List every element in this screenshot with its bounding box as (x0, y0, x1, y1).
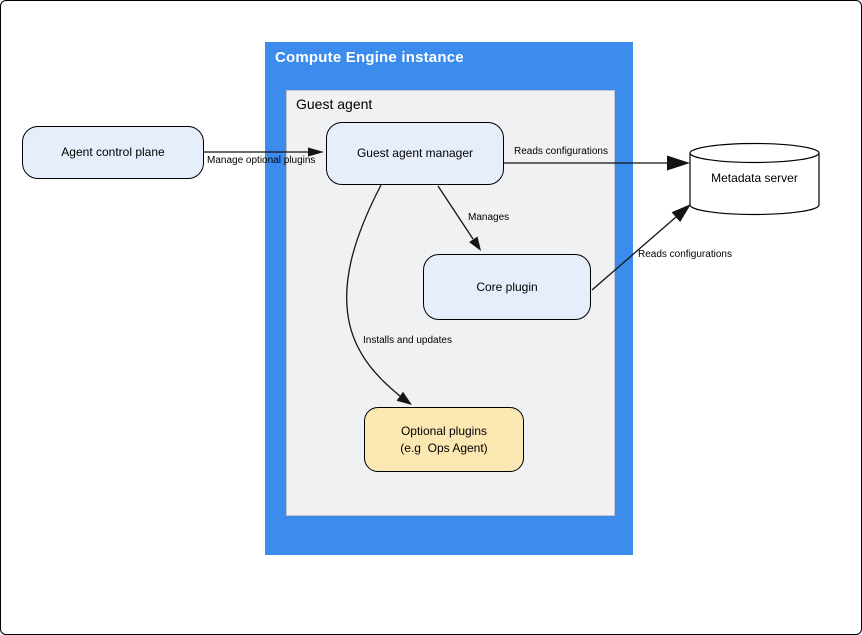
compute-engine-instance-title: Compute Engine instance (275, 49, 464, 66)
node-optional-plugins: Optional plugins (e.g Ops Agent) (364, 407, 524, 472)
edge-label-manages: Manages (468, 212, 510, 223)
node-optional-plugins-label-line2: (e.g Ops Agent) (400, 440, 488, 455)
node-core-plugin-label: Core plugin (476, 279, 538, 294)
node-metadata-server-label: Metadata server (711, 171, 798, 185)
node-agent-control-plane: Agent control plane (22, 126, 204, 179)
node-agent-control-plane-label: Agent control plane (61, 145, 165, 159)
edge-label-installs-and-updates: Installs and updates (363, 335, 452, 346)
node-optional-plugins-label-line1: Optional plugins (400, 423, 488, 438)
edge-label-manage-optional-plugins: Manage optional plugins (207, 155, 316, 166)
edge-label-reads-configurations-manager: Reads configurations (514, 146, 608, 157)
node-guest-agent-manager-label: Guest agent manager (356, 146, 474, 160)
node-core-plugin: Core plugin (423, 254, 591, 320)
guest-agent-panel-title: Guest agent (296, 96, 373, 112)
edge-label-reads-configurations-core: Reads configurations (638, 249, 732, 260)
node-guest-agent-manager: Guest agent manager (326, 122, 504, 185)
